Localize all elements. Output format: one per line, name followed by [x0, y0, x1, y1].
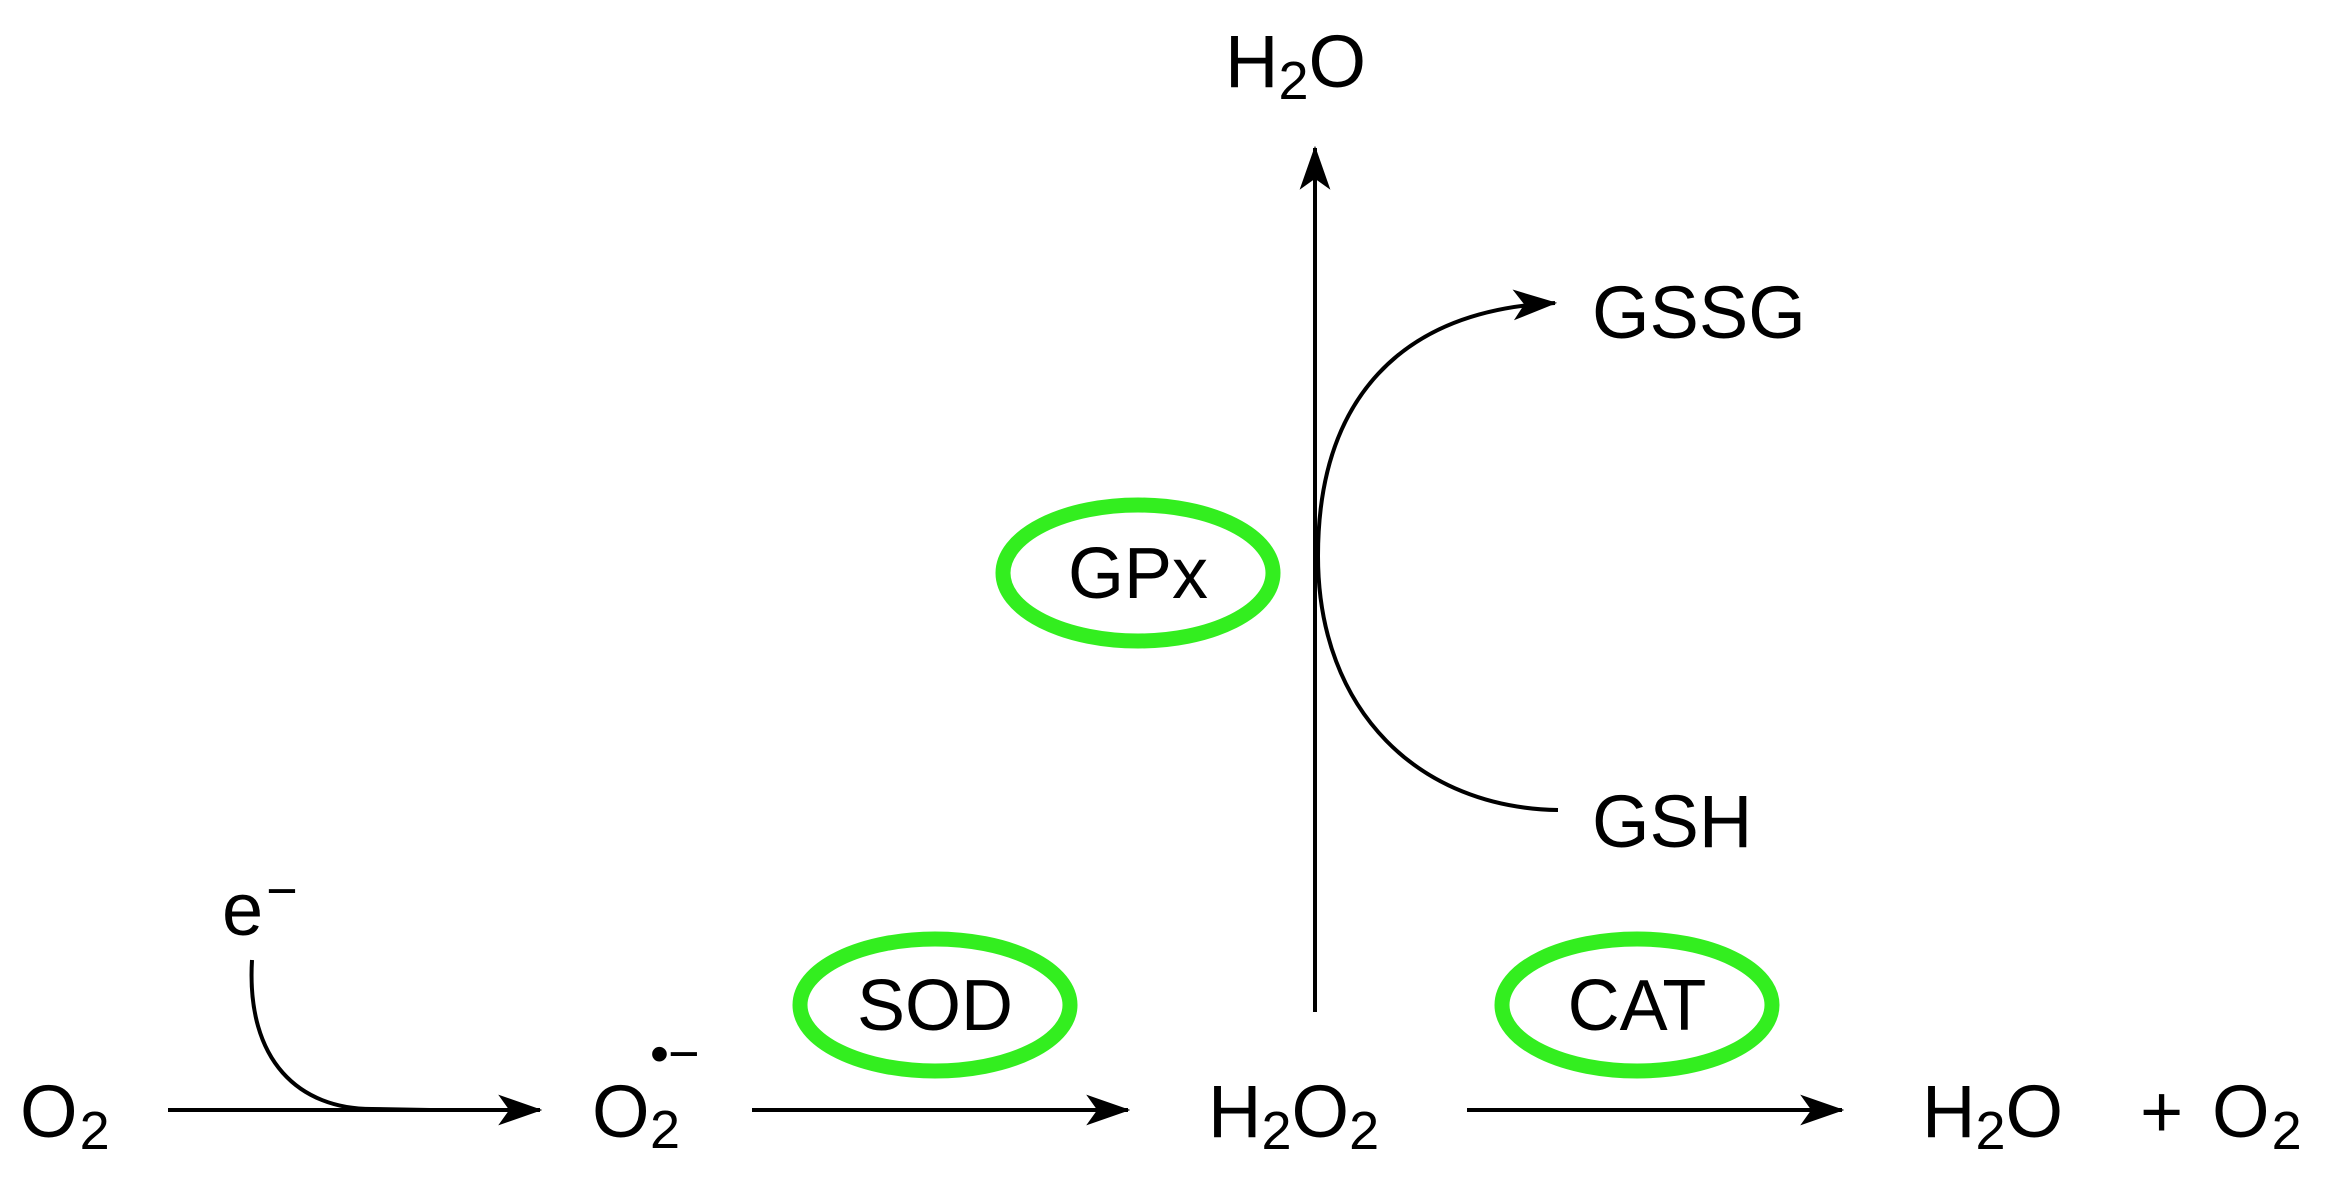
- superoxide: O 2 • −: [592, 1024, 700, 1160]
- cat-ring: [1494, 931, 1780, 1079]
- o2-reactant: O2: [20, 1070, 110, 1161]
- svg-text:O: O: [592, 1070, 650, 1153]
- o2-product: O2: [2212, 1070, 2302, 1161]
- electron-label: e−: [222, 861, 298, 951]
- water-product: H2O: [1922, 1070, 2063, 1161]
- arrow-gpx-to-gssg: [1316, 289, 1558, 557]
- hydrogen-peroxide: H2O2: [1208, 1070, 1379, 1161]
- water-top: H2O: [1225, 20, 1366, 111]
- gpx-label: GPx: [1068, 534, 1208, 614]
- svg-text:−: −: [668, 1024, 700, 1084]
- sod-label: SOD: [857, 966, 1013, 1046]
- gssg-label: GSSG: [1592, 271, 1806, 354]
- cat-label: CAT: [1568, 966, 1707, 1046]
- sod-ring: [792, 931, 1078, 1079]
- gpx-ring: [995, 497, 1281, 649]
- svg-text:2: 2: [650, 1100, 680, 1160]
- svg-text:•: •: [650, 1024, 669, 1084]
- electron-input-curve: [249, 959, 431, 1112]
- gsh-label: GSH: [1592, 780, 1752, 863]
- curve-gsh-to-gpx: [1316, 555, 1559, 812]
- plus-sign: +: [2140, 1070, 2183, 1153]
